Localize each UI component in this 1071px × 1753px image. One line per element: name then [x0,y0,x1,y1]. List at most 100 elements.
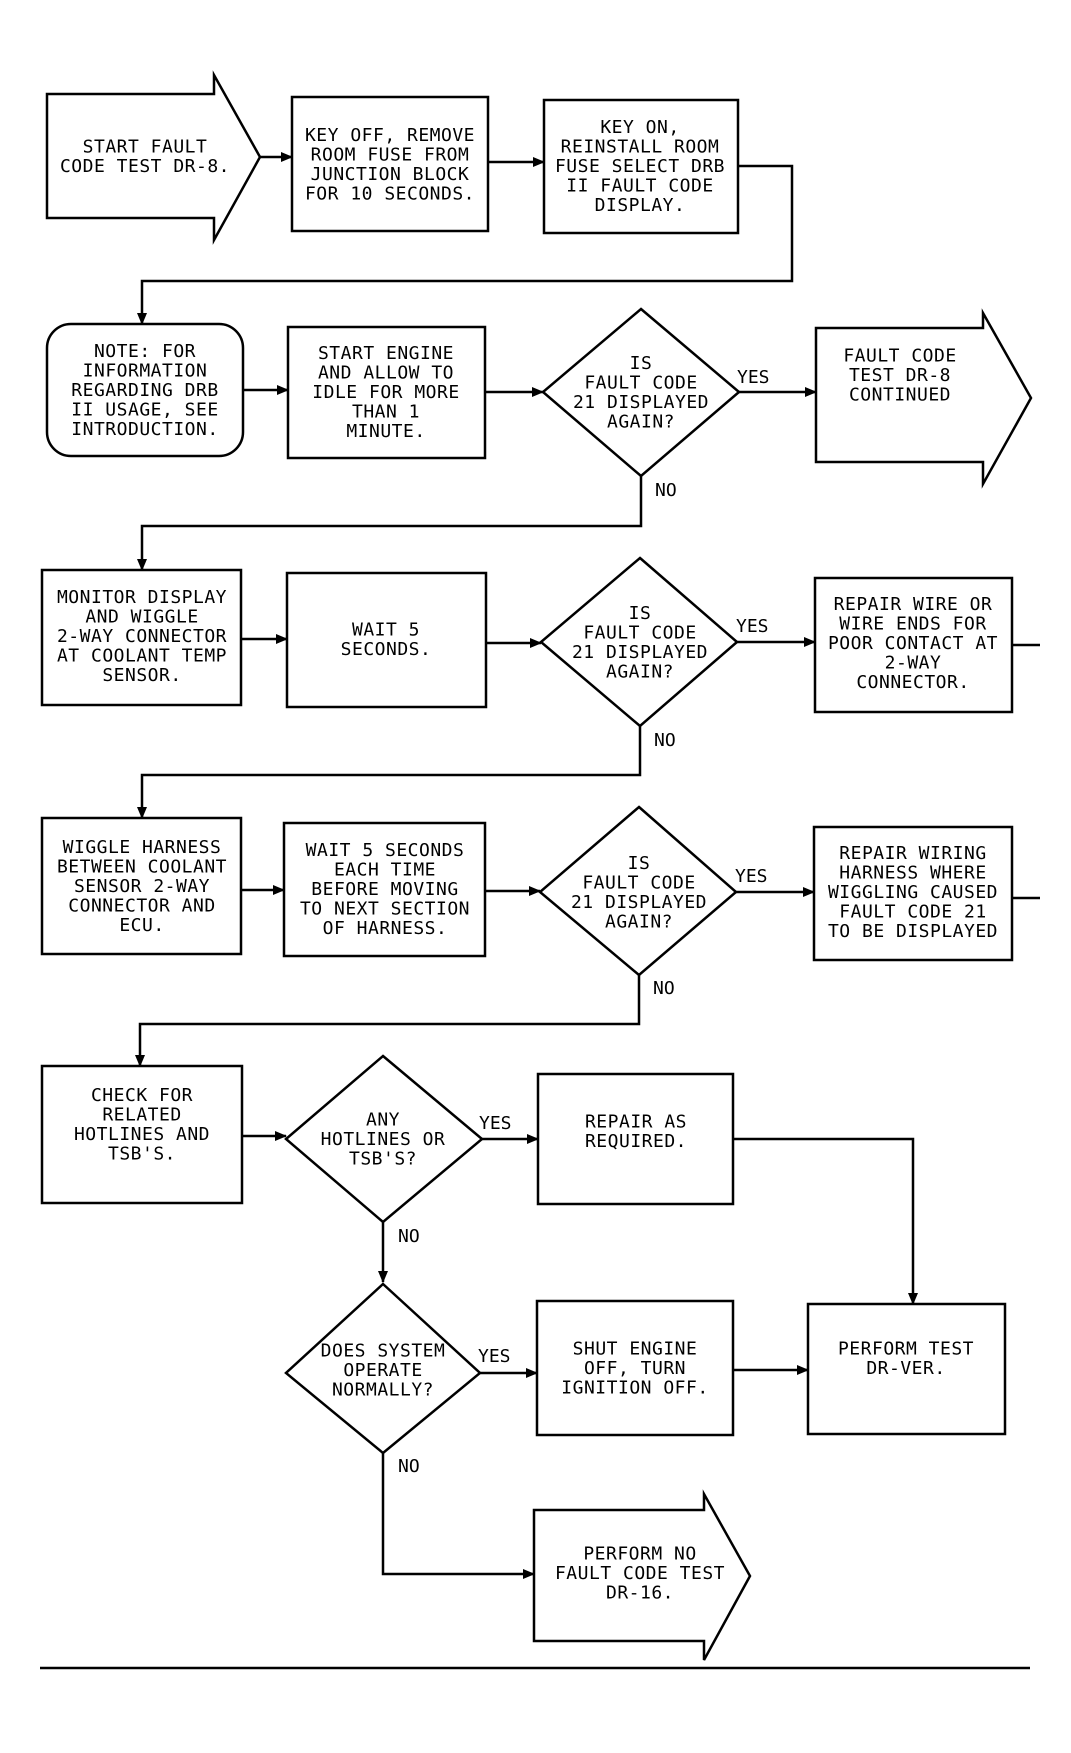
label-line: FAULT CODE TEST [555,1563,725,1584]
label-line: IS [630,353,653,374]
label-line: POOR CONTACT AT [828,633,998,654]
label-line: REPAIR AS [585,1111,687,1132]
label-line: TO BE DISPLAYED [828,921,998,942]
perform-ver-box [806,1302,1007,1436]
decision-5-diamond [284,1282,482,1455]
decision-1-yes-label: YES [737,367,770,388]
start-arrow-shape [45,70,262,245]
label-line: CONTINUED [849,385,951,406]
label-line: FAULT CODE [582,872,695,893]
label-line: DOES SYSTEM [321,1341,446,1362]
label-line: RELATED [102,1104,181,1125]
decision-3-no-label: NO [653,978,675,999]
decision-2-diamond [539,556,739,728]
label-line: TSB'S. [108,1143,176,1164]
label-line: NORMALLY? [332,1380,434,1401]
wiggle-box [40,816,243,956]
label-line: SENSOR 2-WAY [74,876,210,897]
label-line: FAULT CODE 21 [839,902,986,923]
label-line: TO NEXT SECTION [300,899,470,920]
repair-required-box [536,1072,735,1206]
label-line: IS [628,853,651,874]
decision-3-yes-label: YES [735,866,768,887]
label-line: HARNESS WHERE [839,863,986,884]
label-line: DISPLAY. [595,195,686,216]
label-line: WAIT 5 [352,619,420,640]
arrow-decision3-no [135,975,641,1067]
label-line: FAULT CODE [584,372,697,393]
label-line: REINSTALL ROOM [561,137,720,158]
label-line: SHUT ENGINE [573,1339,698,1360]
wait-2-box [282,821,487,958]
repair-harness-box [812,825,1014,962]
label-line: TSB'S? [349,1149,417,1170]
wait-1-box [285,571,488,709]
arrow-decision5-no [381,1453,535,1579]
label-line: JUNCTION BLOCK [311,164,470,185]
decision-1-diamond [541,307,741,478]
label-line: ROOM FUSE FROM [311,144,470,165]
label-line: CHECK FOR [91,1085,193,1106]
label-line: REQUIRED. [585,1131,687,1152]
label-line: II FAULT CODE [566,176,713,197]
label-line: HOTLINES AND [74,1124,210,1145]
label-line: KEY OFF, REMOVE [305,125,475,146]
connectors [40,152,1040,1670]
decision-5-yes-label: YES [478,1346,511,1367]
label-line: FOR 10 SECONDS. [305,183,475,204]
label-line: NOTE: FOR [94,341,196,362]
label-line: OFF, TURN [584,1358,686,1379]
label-line: WIGGLING CAUSED [828,882,998,903]
label-line: II USAGE, SEE [71,400,218,421]
label-line: AGAIN? [606,661,674,682]
label-line: START FAULT [83,136,208,157]
label-line: AGAIN? [607,411,675,432]
decision-5-no-label: NO [398,1456,420,1477]
monitor-box [40,568,243,707]
perform-no-arrow-shape [532,1489,752,1661]
branch-labels: YES NO YES NO YES NO YES NO YES NO [398,367,770,1477]
label-line: ANY [366,1110,400,1131]
label-line: REGARDING DRB [71,380,218,401]
label-line: WAIT 5 SECONDS [306,840,465,861]
label-line: DR-16. [606,1583,674,1604]
label-line: KEY ON, [600,117,679,138]
label-line: OPERATE [343,1360,422,1381]
continued-arrow-shape [814,308,1033,489]
label-line: EACH TIME [334,860,436,881]
label-line: FUSE SELECT DRB [555,156,725,177]
arrow-repairreq-to-performver [733,1137,918,1305]
label-line: MINUTE. [346,421,425,442]
label-line: OF HARNESS. [323,918,448,939]
check-box [40,1064,244,1205]
arrow-decision2-no [137,726,642,819]
label-line: START ENGINE [318,343,454,364]
label-line: CODE TEST DR-8. [60,156,230,177]
label-line: MONITOR DISPLAY [57,587,227,608]
label-line: IDLE FOR MORE [312,382,459,403]
label-line: BEFORE MOVING [311,879,458,900]
label-line: 21 DISPLAYED [572,642,708,663]
label-line: REPAIR WIRING [839,843,986,864]
label-line: IGNITION OFF. [561,1378,708,1399]
label-line: SENSOR. [102,665,181,686]
decision-2-no-label: NO [654,730,676,751]
note-box [45,322,245,458]
label-line: REPAIR WIRE OR [834,594,993,615]
